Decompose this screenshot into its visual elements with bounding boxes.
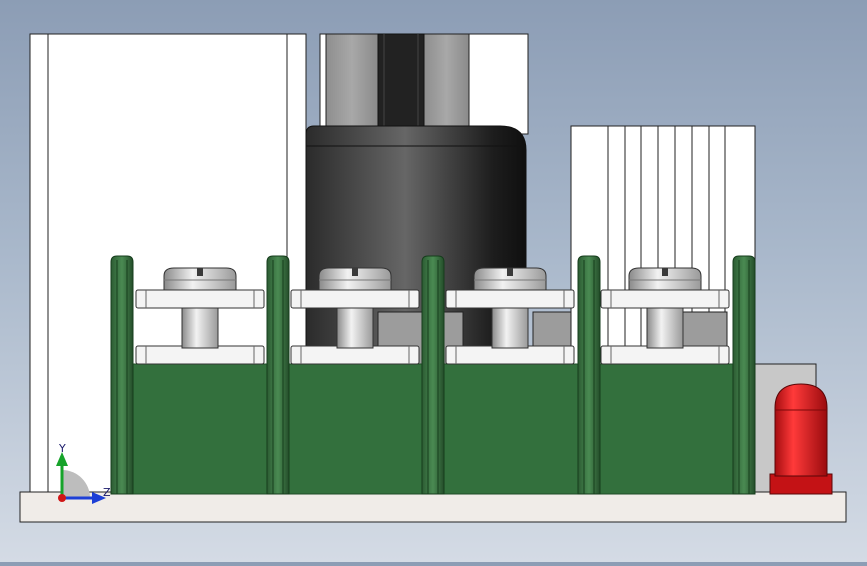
screw-shaft bbox=[181, 307, 219, 349]
terminal-block-4[interactable] bbox=[600, 267, 730, 365]
terminal-blocks bbox=[135, 267, 730, 365]
screw-shaft bbox=[491, 307, 529, 349]
upper-washer bbox=[135, 289, 265, 309]
baseplate[interactable] bbox=[19, 491, 847, 523]
lower-washer bbox=[445, 345, 575, 365]
lower-washer bbox=[135, 345, 265, 365]
upper-washer bbox=[445, 289, 575, 309]
terminal-block-2[interactable] bbox=[290, 267, 420, 365]
upper-washer bbox=[600, 289, 730, 309]
lower-washer bbox=[600, 345, 730, 365]
y-axis-arrow-icon bbox=[56, 452, 68, 466]
screw-shaft bbox=[646, 307, 684, 349]
screw-slot bbox=[352, 268, 358, 276]
z-axis-arrow-icon bbox=[92, 492, 106, 504]
screw-slot bbox=[507, 268, 513, 276]
screw-head-icon[interactable] bbox=[473, 267, 547, 291]
terminal-dividers bbox=[110, 255, 756, 495]
lower-washer bbox=[290, 345, 420, 365]
screw-slot bbox=[662, 268, 668, 276]
screw-head-icon[interactable] bbox=[163, 267, 237, 291]
screw-head-icon[interactable] bbox=[628, 267, 702, 291]
heatsink-block[interactable] bbox=[319, 33, 529, 135]
triad-z-label: Z bbox=[103, 486, 111, 499]
x-axis-origin-icon bbox=[58, 494, 66, 502]
triad-y-label: Y bbox=[59, 442, 66, 455]
terminal-block-1[interactable] bbox=[135, 267, 265, 365]
divider-pin-2 bbox=[266, 255, 290, 495]
divider-pin-5 bbox=[732, 255, 756, 495]
terminal-block-3[interactable] bbox=[445, 267, 575, 365]
coordinate-triad bbox=[56, 452, 106, 504]
screw-shaft bbox=[336, 307, 374, 349]
screw-slot bbox=[197, 268, 203, 276]
screw-head-icon[interactable] bbox=[318, 267, 392, 291]
divider-pin-4 bbox=[577, 255, 601, 495]
red-led[interactable] bbox=[769, 383, 833, 495]
divider-pin-3 bbox=[421, 255, 445, 495]
divider-pin-1 bbox=[110, 255, 134, 495]
upper-washer bbox=[290, 289, 420, 309]
